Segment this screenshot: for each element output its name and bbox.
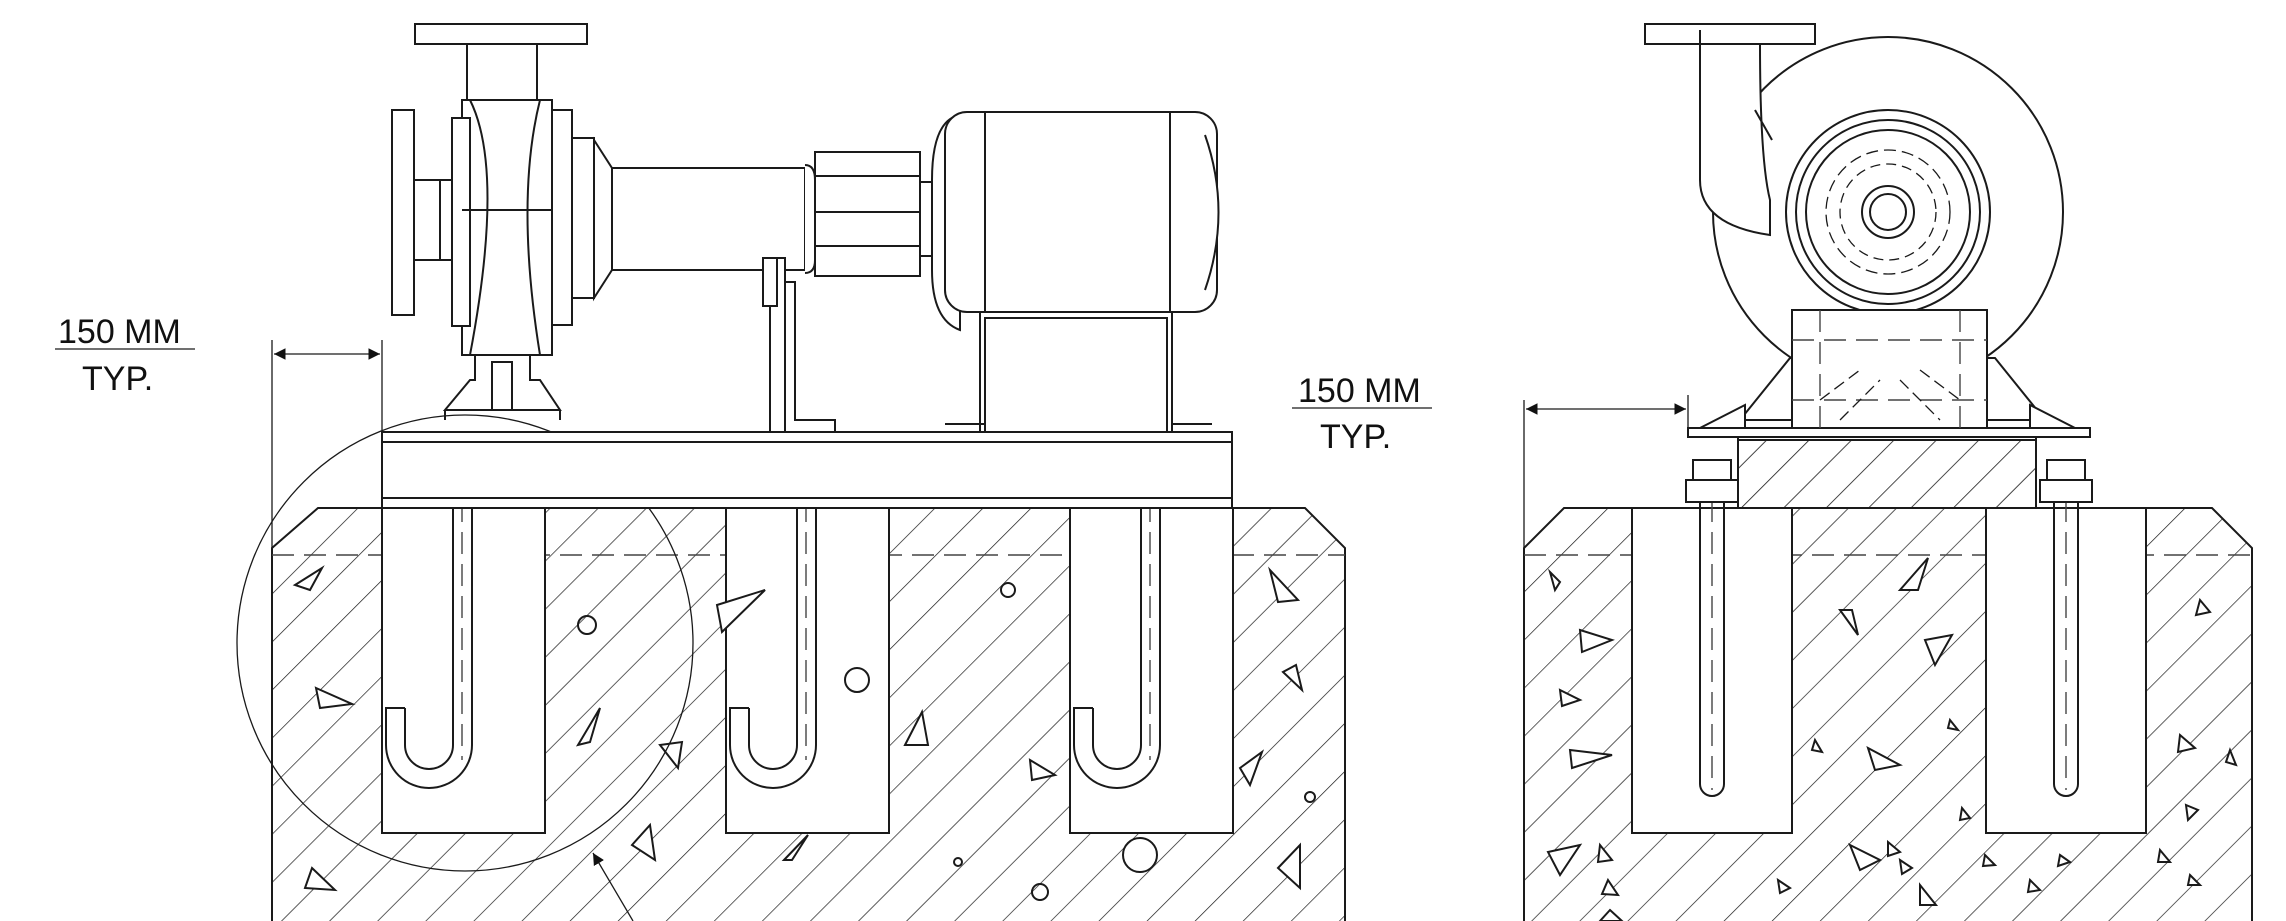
side-elevation-view: 150 MM TYP. (55, 23, 1346, 921)
right-dimension-value: 150 MM (1298, 372, 1421, 410)
right-dimension-note: TYP. (1320, 418, 1391, 456)
right-anchor-bolts (1685, 459, 2093, 797)
pump-side-view (391, 23, 933, 433)
right-dimension: 150 MM TYP. (1292, 372, 1689, 548)
end-elevation-view: 150 MM TYP. (1292, 23, 2253, 921)
motor-side-view (931, 111, 1220, 433)
left-dimension-value: 150 MM (58, 313, 181, 351)
left-dimension-note: TYP. (82, 360, 153, 398)
pump-end-view (1644, 23, 2076, 429)
left-dimension: 150 MM TYP. (55, 313, 383, 548)
left-anchor-pockets (381, 507, 1234, 834)
right-aggregate-marks (1546, 557, 2238, 921)
detail-leader-arrow (592, 852, 634, 921)
grout-section (1737, 439, 2037, 509)
detail-callout-circle (236, 414, 694, 872)
left-base-plate (381, 431, 1233, 509)
left-aggregate-marks (292, 565, 1316, 901)
